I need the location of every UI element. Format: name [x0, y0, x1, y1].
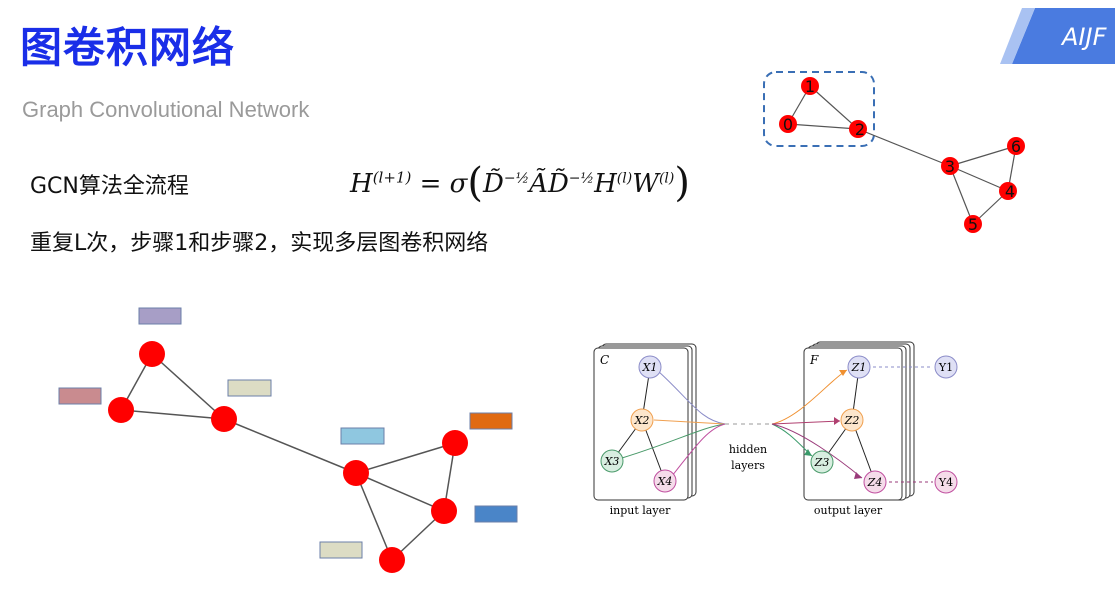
formula-exp-l-1: (l)	[616, 170, 633, 187]
node-z4	[863, 470, 887, 494]
graph-node	[431, 498, 457, 524]
output-frame-label: F	[809, 353, 819, 367]
formula-w: W	[632, 169, 659, 199]
slide-subtitle: Graph Convolutional Network	[22, 97, 310, 122]
node-z2	[840, 408, 864, 432]
feature-box	[340, 427, 385, 445]
output-layer-label: output layer	[814, 504, 883, 517]
formula-d: D̃	[483, 169, 504, 199]
node-z2-label: Z2	[844, 414, 860, 427]
graph-node	[442, 430, 468, 456]
formula-exp-l-2: (l)	[658, 170, 675, 187]
node-z4-label: Z4	[867, 476, 883, 489]
node-x3	[600, 449, 624, 473]
feature-box	[138, 307, 182, 325]
node-x3-label: X3	[604, 455, 620, 468]
brand-logo: AIJF	[1000, 8, 1115, 64]
feature-box	[227, 379, 272, 397]
graph-node	[1007, 137, 1025, 155]
node-x1	[638, 355, 662, 379]
label-y1-text: Y1	[938, 361, 953, 374]
input-layer-label: input layer	[610, 504, 671, 517]
feature-box	[469, 412, 513, 430]
node-label-4: 4	[1005, 182, 1015, 201]
node-z3-label: Z3	[814, 456, 830, 469]
slide-title: 图卷积网络	[20, 23, 236, 72]
graph-node	[139, 341, 165, 367]
node-x4-label: X4	[657, 475, 673, 488]
feature-box	[474, 505, 518, 523]
feature-box	[319, 541, 363, 559]
formula-exp-lplus1: (l+1)	[372, 168, 412, 187]
label-y4	[934, 470, 958, 494]
graph-node	[801, 77, 819, 95]
formula-exp-neg-half-2: −½	[568, 170, 595, 187]
graph-node	[343, 460, 369, 486]
node-label-1: 1	[805, 77, 815, 96]
node-x2-label: X2	[634, 414, 650, 427]
formula-eq: =	[419, 169, 442, 199]
node-z1-label: Z1	[851, 361, 867, 374]
highlight-box	[763, 71, 875, 147]
node-label-6: 6	[1011, 137, 1021, 156]
node-label-3: 3	[945, 157, 955, 176]
graph-node	[779, 115, 797, 133]
graph-node	[964, 215, 982, 233]
node-label-5: 5	[968, 215, 978, 234]
node-z1	[847, 355, 871, 379]
small-graph: 0 1 2 3 4 5 6	[763, 71, 1025, 234]
hidden-label-2: layers	[731, 459, 765, 472]
repeat-caption: 重复L次，步骤1和步骤2，实现多层图卷积网络	[30, 231, 489, 256]
node-x1-label: X1	[642, 361, 658, 374]
formula-h2: H	[594, 169, 617, 199]
node-label-2: 2	[855, 120, 865, 139]
graph-node	[108, 397, 134, 423]
node-z3	[810, 450, 834, 474]
node-label-0: 0	[783, 115, 793, 134]
graph-node	[999, 182, 1017, 200]
logo-text: AIJF	[1060, 23, 1108, 51]
step-caption: GCN算法全流程	[30, 174, 189, 199]
hidden-label-1: hidden	[729, 443, 767, 456]
graph-node	[379, 547, 405, 573]
input-frame-label: C	[600, 353, 609, 367]
node-x4	[653, 469, 677, 493]
feature-graph	[58, 307, 518, 573]
label-y1	[934, 355, 958, 379]
label-y4-text: Y4	[938, 476, 953, 489]
graph-node	[941, 157, 959, 175]
gcn-architecture: C F X1 X2 X3 X4	[593, 341, 958, 517]
formula-ad: ÃD̃	[529, 169, 569, 199]
graph-node	[211, 406, 237, 432]
formula-exp-neg-half-1: −½	[503, 170, 530, 187]
node-x2	[630, 408, 654, 432]
formula-h: H	[350, 169, 373, 199]
formula-sigma: σ	[449, 169, 468, 199]
graph-node	[849, 120, 867, 138]
feature-box	[58, 387, 102, 405]
gcn-formula: H(l+1) = σ(D̃−½ÃD̃−½H(l)W(l))	[350, 160, 690, 206]
